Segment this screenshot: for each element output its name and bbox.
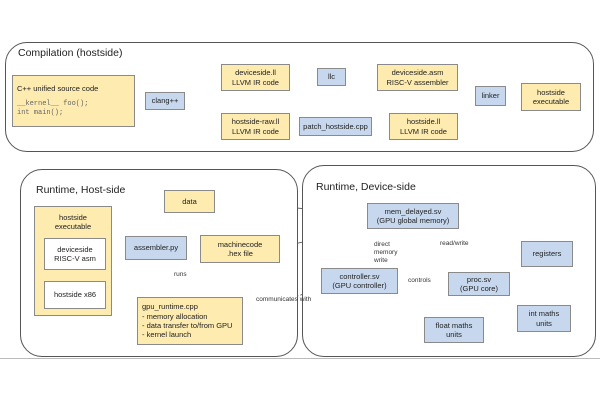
hostside-executable-container-line2: executable bbox=[54, 222, 92, 232]
hostside-executable-line1: hostside bbox=[537, 87, 565, 97]
data-node: data bbox=[164, 190, 215, 213]
hostside-ll-line2: LLVM IR code bbox=[400, 126, 447, 136]
gpu-runtime-line4: - kernel launch bbox=[142, 330, 192, 340]
runs-edge-label: runs bbox=[174, 271, 187, 278]
hostside-raw-ll-line1: hostside-raw.ll bbox=[231, 117, 280, 127]
patch-hostside-label: patch_hostside.cpp bbox=[303, 121, 368, 131]
deviceside-ll-line2: LLVM IR code bbox=[232, 77, 279, 87]
gpu-runtime-node: gpu_runtime.cpp - memory allocation - da… bbox=[137, 297, 243, 345]
hostside-raw-ll-line2: LLVM IR code bbox=[232, 126, 279, 136]
hostside-x86-node: hostside x86 bbox=[44, 281, 106, 309]
cpp-source-kernel-code: __kernel__ foo(); bbox=[17, 100, 89, 109]
llc-node: llc bbox=[317, 68, 346, 86]
controller-line1: controller.sv bbox=[339, 271, 380, 281]
deviceside-asm-line1: deviceside.asm bbox=[391, 68, 444, 78]
int-maths-line2: units bbox=[536, 318, 552, 328]
clang-label: clang++ bbox=[151, 96, 179, 106]
mem-delayed-node: mem_delayed.sv (GPU global memory) bbox=[367, 203, 459, 229]
cpp-source-main-code: int main(); bbox=[17, 109, 64, 118]
hostside-x86-label: hostside x86 bbox=[53, 290, 97, 300]
patch-hostside-node: patch_hostside.cpp bbox=[299, 117, 372, 136]
clang-node: clang++ bbox=[145, 92, 185, 110]
deviceside-riscv-asm-line1: deviceside bbox=[57, 244, 93, 254]
direct-memory-write-line1: direct bbox=[374, 241, 390, 248]
bottom-divider bbox=[0, 358, 600, 359]
communicates-with-edge-label: communicates with bbox=[256, 296, 312, 303]
proc-node: proc.sv (GPU core) bbox=[448, 272, 510, 296]
cpp-source-node: C++ unified source code __kernel__ foo()… bbox=[12, 75, 135, 127]
machinecode-line2: .hex file bbox=[227, 249, 253, 258]
hostside-executable-line2: executable bbox=[532, 97, 570, 106]
deviceside-riscv-asm-node: deviceside RISC-V asm bbox=[44, 238, 106, 270]
gpu-runtime-line1: gpu_runtime.cpp bbox=[142, 302, 198, 312]
controls-edge-label: controls bbox=[408, 277, 431, 284]
llc-label: llc bbox=[327, 72, 336, 82]
deviceside-asm-line2: RISC-V assembler bbox=[386, 77, 449, 87]
direct-memory-write-line2: memory bbox=[374, 248, 398, 256]
float-maths-line2: units bbox=[446, 330, 462, 339]
hostside-ll-node: hostside.ll LLVM IR code bbox=[389, 113, 458, 140]
float-maths-node: float maths units bbox=[424, 317, 484, 343]
float-maths-line1: float maths bbox=[435, 320, 473, 330]
compilation-region-title: Compilation (hostside) bbox=[18, 47, 123, 59]
runtime-host-region-title: Runtime, Host-side bbox=[36, 184, 126, 196]
runtime-device-region-title: Runtime, Device-side bbox=[316, 181, 416, 193]
assembler-node: assembler.py bbox=[125, 236, 187, 260]
int-maths-node: int maths units bbox=[517, 305, 571, 332]
registers-node: registers bbox=[521, 241, 573, 267]
deviceside-ll-node: deviceside.ll LLVM IR code bbox=[221, 64, 290, 91]
registers-label: registers bbox=[532, 249, 562, 259]
read-write-edge-label: read/write bbox=[440, 240, 469, 247]
hostside-ll-line1: hostside.ll bbox=[406, 117, 441, 127]
int-maths-line1: int maths bbox=[528, 309, 560, 319]
controller-node: controller.sv (GPU controller) bbox=[321, 268, 398, 294]
controller-line2: (GPU controller) bbox=[332, 281, 387, 290]
direct-memory-write-line3: write bbox=[374, 256, 388, 264]
proc-line2: (GPU core) bbox=[460, 284, 498, 293]
cpp-source-title: C++ unified source code bbox=[17, 84, 99, 94]
machinecode-line1: machinecode bbox=[217, 239, 263, 249]
data-label: data bbox=[182, 196, 197, 206]
deviceside-riscv-asm-line2: RISC-V asm bbox=[54, 254, 96, 263]
proc-line1: proc.sv bbox=[466, 274, 492, 284]
linker-node: linker bbox=[475, 86, 506, 106]
hostside-executable-container-line1: hostside bbox=[59, 213, 87, 222]
deviceside-ll-line1: deviceside.ll bbox=[235, 68, 276, 78]
hostside-executable-node: hostside executable bbox=[521, 83, 581, 111]
assembler-label: assembler.py bbox=[133, 243, 179, 253]
gpu-runtime-line3: - data transfer to/from GPU bbox=[142, 321, 233, 330]
deviceside-asm-node: deviceside.asm RISC-V assembler bbox=[377, 64, 458, 91]
mem-delayed-line2: (GPU global memory) bbox=[376, 216, 450, 225]
machinecode-node: machinecode .hex file bbox=[200, 235, 280, 263]
gpu-runtime-line2: - memory allocation bbox=[142, 311, 208, 321]
mem-delayed-line1: mem_delayed.sv bbox=[384, 206, 442, 216]
direct-memory-write-edge-label: direct memory write bbox=[374, 241, 397, 264]
linker-label: linker bbox=[481, 91, 500, 101]
hostside-raw-ll-node: hostside-raw.ll LLVM IR code bbox=[221, 113, 290, 140]
